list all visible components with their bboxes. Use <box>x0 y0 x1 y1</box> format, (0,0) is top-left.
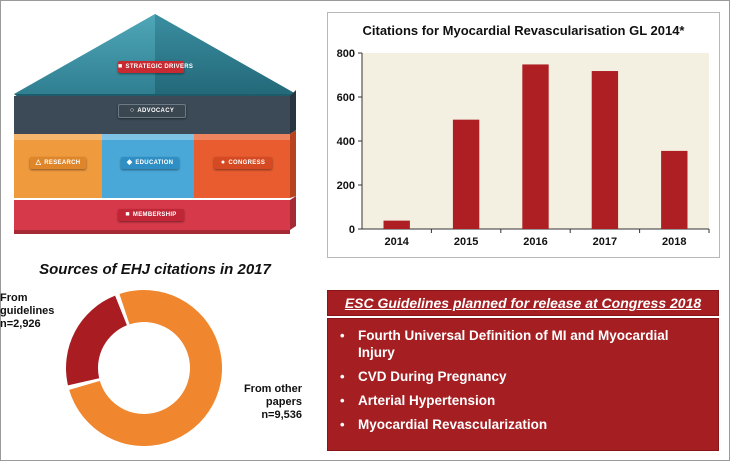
donut-slice <box>69 290 222 446</box>
slice-label: From guidelines <box>0 292 55 317</box>
education-label: ◆EDUCATION <box>121 157 179 169</box>
list-item: •Myocardial Revascularization <box>340 417 548 432</box>
bullet-icon: • <box>340 393 345 408</box>
congress-label: ●CONGRESS <box>214 157 272 169</box>
x-tick-label: 2015 <box>454 236 478 248</box>
list-item: •CVD During Pregnancy <box>340 369 507 384</box>
bullet-icon: • <box>340 328 345 343</box>
guidelines-list-box: •Fourth Universal Definition of MI and M… <box>327 318 719 451</box>
house-shape <box>14 14 296 234</box>
bar <box>661 150 688 229</box>
strategic-drivers-label: ■STRATEGIC DRIVERS <box>118 61 193 73</box>
y-tick-label: 400 <box>337 136 355 148</box>
chart-title: Citations for Myocardial Revascularisati… <box>362 23 685 38</box>
y-tick-label: 0 <box>349 224 355 236</box>
person-icon: ■ <box>118 63 123 70</box>
list-item: •Fourth Universal Definition of MI and M… <box>340 328 669 360</box>
y-tick-label: 600 <box>337 92 355 104</box>
donut-slice <box>65 295 127 386</box>
bar <box>452 119 480 229</box>
list-item: •Arterial Hypertension <box>340 393 496 408</box>
bar <box>522 64 549 229</box>
person-icon: ■ <box>125 211 130 218</box>
bar <box>591 71 619 229</box>
x-tick-label: 2018 <box>662 236 686 248</box>
donut-label-guidelines: From guidelines n=2,926 <box>0 292 60 331</box>
x-tick-label: 2014 <box>384 236 409 248</box>
citations-bar-chart: Citations for Myocardial Revascularisati… <box>327 12 720 258</box>
slice-value: n=9,536 <box>261 409 302 421</box>
slice-label: From other papers <box>243 383 302 408</box>
membership-label: ■MEMBERSHIP <box>118 209 184 221</box>
circle-icon: ○ <box>129 107 135 114</box>
bullet-icon: • <box>340 369 345 384</box>
group-icon: ● <box>220 159 226 166</box>
advocacy-label: ○ADVOCACY <box>118 104 186 118</box>
donut-chart-title: Sources of EHJ citations in 2017 <box>39 261 271 278</box>
guidelines-list: •Fourth Universal Definition of MI and M… <box>328 319 718 433</box>
guidelines-header: ESC Guidelines planned for release at Co… <box>327 290 719 316</box>
donut-chart-svg <box>65 290 222 446</box>
flask-icon: △ <box>35 159 42 166</box>
strategy-house-diagram: ■STRATEGIC DRIVERS ○ADVOCACY △RESEARCH ◆… <box>10 12 300 237</box>
y-tick-label: 800 <box>337 48 355 60</box>
bullet-icon: • <box>340 417 345 432</box>
x-tick-label: 2016 <box>523 236 547 248</box>
bar-chart-svg: 0 200 400 600 800 2014 2015 2016 2017 2018 <box>337 48 710 248</box>
y-tick-label: 200 <box>337 180 355 192</box>
donut-label-other-papers: From other papers n=9,536 <box>222 383 302 422</box>
graduation-cap-icon: ◆ <box>126 159 133 166</box>
x-tick-label: 2017 <box>593 236 617 248</box>
slice-value: n=2,926 <box>0 318 41 330</box>
bar <box>383 220 410 229</box>
roof-right <box>155 14 296 94</box>
research-label: △RESEARCH <box>30 157 86 169</box>
